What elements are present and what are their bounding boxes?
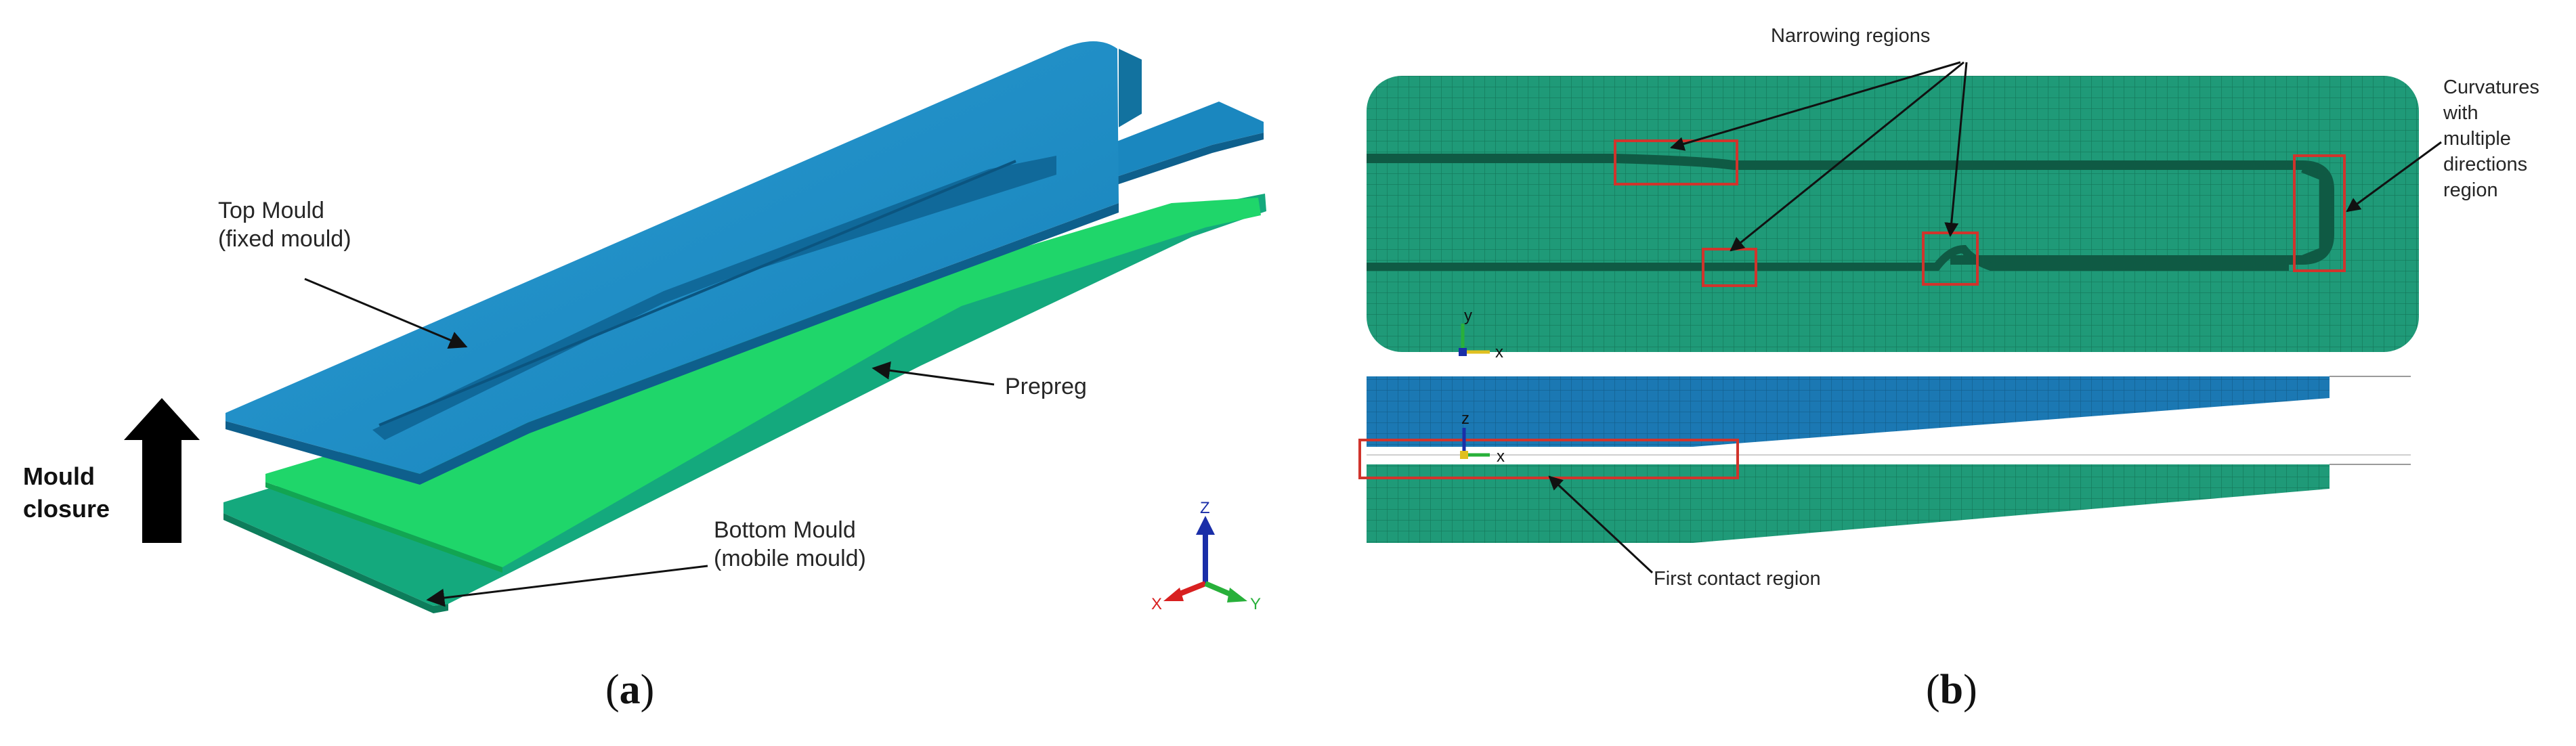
triad-top-y-label: y	[1464, 307, 1472, 325]
caption-b-letter: b	[1939, 667, 1964, 713]
prepreg-shape	[265, 198, 1261, 573]
first-contact-label: First contact region	[1654, 568, 1821, 590]
caption-a: (a)	[605, 666, 654, 714]
narrowing-leader-3	[1944, 62, 1968, 238]
panel-b: y x z x	[1358, 61, 2442, 574]
curvatures-line-1: Curvatures	[2443, 76, 2539, 98]
bottom-mould-leader	[426, 565, 708, 607]
caption-b: (b)	[1926, 666, 1977, 714]
side-top-mould	[1367, 376, 2330, 447]
narrowing-regions-label: Narrowing regions	[1771, 25, 1931, 47]
curvatures-line-3: multiple	[2443, 128, 2511, 150]
curvatures-label: Curvatures with multiple directions regi…	[2443, 74, 2539, 203]
curvatures-line-5: region	[2443, 179, 2498, 201]
top-mould-leader	[304, 278, 468, 349]
axis-triad-top: y x	[1459, 307, 1503, 361]
mould-closure-arrow	[124, 398, 200, 543]
mould-closure-label: Mould closure	[23, 460, 110, 525]
first-contact-leader	[1548, 475, 1654, 574]
curvatures-line-2: with	[2443, 102, 2478, 124]
caption-b-open: (	[1926, 667, 1940, 713]
prepreg-label: Prepreg	[1005, 374, 1087, 399]
curvatures-line-4: directions	[2443, 154, 2528, 175]
narrowing-leader-1	[1669, 61, 1961, 151]
axis-triad-side: z x	[1460, 410, 1505, 466]
bottom-mould-title: Bottom Mould	[714, 517, 856, 543]
narrowing-box-2	[1702, 248, 1757, 287]
bottom-mould-label: Bottom Mould (mobile mould)	[714, 516, 866, 573]
lower-channel	[1367, 244, 2289, 271]
caption-a-letter: a	[619, 667, 641, 713]
narrowing-leader-2	[1730, 61, 1965, 252]
top-mould-subtitle: (fixed mould)	[218, 226, 351, 252]
top-mould-label: Top Mould (fixed mould)	[218, 196, 351, 253]
curvature-box	[2293, 154, 2346, 272]
top-mould-title: Top Mould	[218, 198, 324, 223]
triad-side-x-label: x	[1497, 447, 1505, 466]
axis-triad-a: Z X Y	[1151, 499, 1261, 613]
top-mould-shape	[226, 41, 1264, 485]
mould-closure-line-2: closure	[23, 495, 110, 523]
caption-b-close: )	[1963, 667, 1977, 713]
curvature-leader	[2346, 141, 2442, 213]
panel-a: Z X Y	[124, 41, 1266, 613]
top-view-mesh	[1367, 76, 2419, 352]
triad-top-x-label: x	[1495, 343, 1503, 361]
bottom-mould-subtitle: (mobile mould)	[714, 546, 866, 571]
triad-z-label: Z	[1200, 499, 1210, 517]
triad-side-z-label: z	[1461, 410, 1469, 428]
caption-a-close: )	[640, 667, 655, 713]
triad-x-label: X	[1151, 595, 1162, 613]
mould-closure-line-1: Mould	[23, 462, 95, 490]
side-bottom-mould	[1367, 464, 2330, 543]
caption-a-open: (	[605, 667, 620, 713]
prepreg-leader	[872, 361, 995, 386]
triad-y-label: Y	[1250, 595, 1261, 613]
